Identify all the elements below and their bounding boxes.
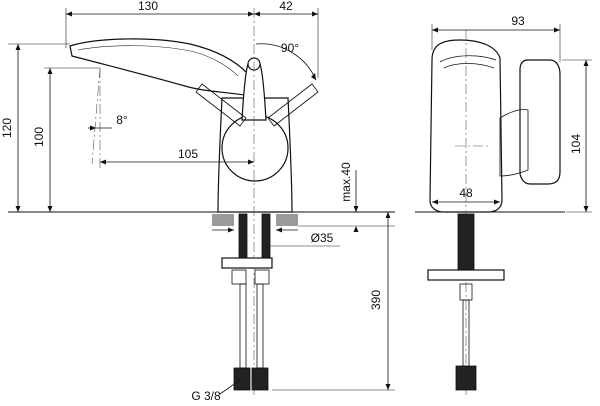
front-view: 130 42 90° 120 100 8° 105: [0, 0, 395, 403]
deck-section-right: [276, 214, 298, 226]
mounting-plate: [221, 257, 273, 269]
label-8deg: 8°: [116, 113, 128, 127]
label-max40: max.40: [339, 162, 353, 202]
lever: [241, 63, 267, 121]
label-100: 100: [32, 127, 46, 147]
arc-arrow-90: [311, 73, 316, 80]
angle-8-arrow: [90, 125, 96, 131]
dim-arrows-max40: [353, 206, 359, 232]
lever-ghost-right: [267, 83, 319, 127]
stud-right: [261, 213, 271, 259]
side-body-cap-2: [443, 63, 495, 69]
side-stud: [457, 213, 475, 271]
label-104: 104: [569, 134, 583, 154]
label-105: 105: [178, 147, 198, 161]
hose-nut-left: [233, 367, 251, 391]
handle-base: [221, 114, 289, 182]
label-90deg: 90°: [281, 41, 299, 55]
label-390: 390: [369, 290, 383, 310]
label-120: 120: [0, 118, 14, 138]
side-lever: [519, 59, 561, 185]
spout-highlight: [77, 45, 239, 77]
stud-left: [238, 213, 248, 259]
label-48: 48: [459, 186, 473, 200]
label-dia35: Ø35: [311, 231, 334, 245]
deck-section-left: [212, 214, 234, 226]
side-body-cap: [439, 55, 497, 63]
side-hose-nut: [455, 365, 477, 391]
dim-arrows-35: [228, 227, 282, 233]
side-view: 93 104 48: [415, 14, 592, 395]
leader-thread: [219, 379, 241, 395]
label-42: 42: [279, 0, 293, 13]
label-thread: G 3/8: [191, 389, 221, 403]
side-mounting-plate: [427, 269, 505, 281]
water-axis-angled: [91, 67, 101, 165]
label-130: 130: [138, 0, 158, 13]
nut-right: [254, 269, 270, 285]
hose-nut-right: [251, 367, 269, 391]
nut-left: [231, 269, 247, 285]
stud-threads: [239, 217, 270, 251]
lever-ghost-left: [195, 83, 247, 127]
hose-left: [239, 283, 247, 369]
label-93: 93: [511, 14, 525, 28]
arc-90: [255, 43, 317, 81]
side-stud-threads: [458, 219, 474, 263]
hose-right: [256, 283, 264, 369]
side-lever-joint: [499, 109, 529, 177]
